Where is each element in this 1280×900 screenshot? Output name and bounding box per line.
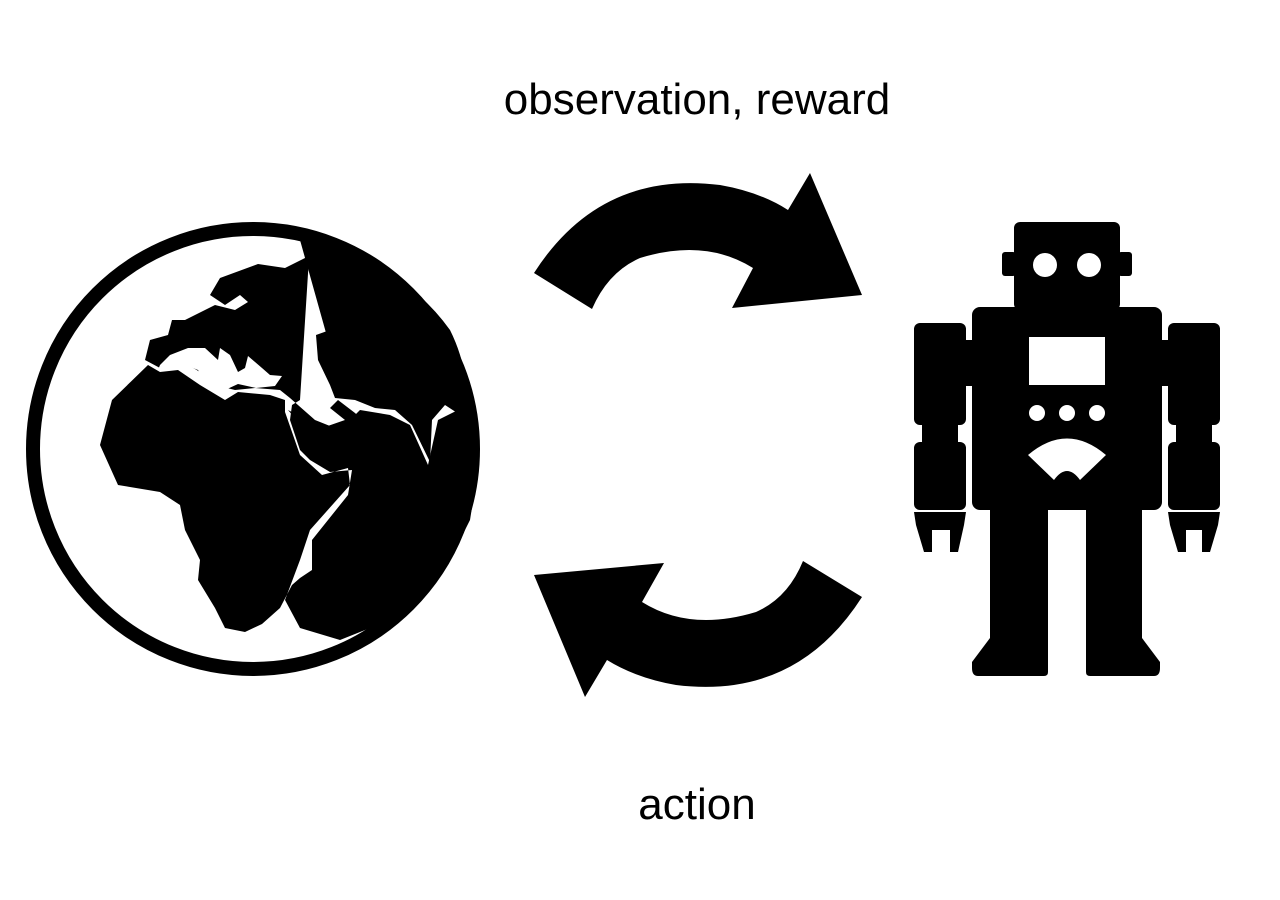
robot-icon: [914, 222, 1220, 676]
globe-icon: [26, 222, 480, 676]
action-arrow: [534, 561, 862, 697]
action-label: action: [638, 780, 756, 829]
observation-reward-label: observation, reward: [503, 75, 891, 124]
observation-arrow: [534, 173, 862, 309]
